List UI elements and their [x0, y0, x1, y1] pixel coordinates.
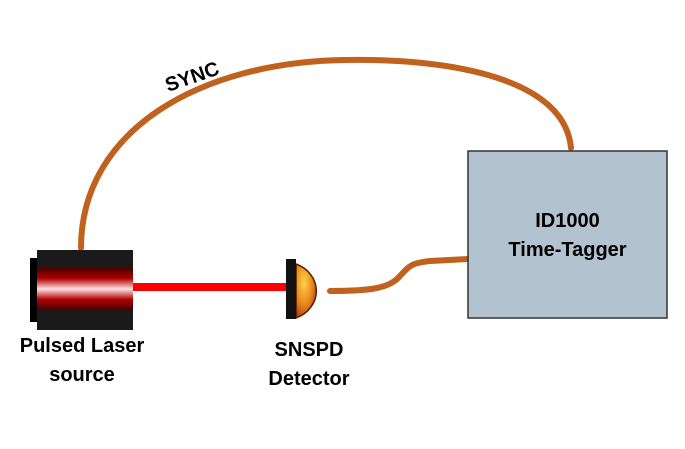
sync-cable: [78, 56, 574, 251]
tagger-label: ID1000 Time-Tagger: [468, 207, 667, 265]
pulsed-laser-source: [30, 250, 133, 330]
snspd-detector: [286, 259, 317, 320]
tagger-label-line1: ID1000: [535, 210, 600, 232]
detector-label-line1: SNSPD: [274, 339, 344, 361]
detector-label-line2: Detector: [268, 368, 350, 390]
laser-beam: [133, 283, 289, 291]
detector-label: SNSPD Detector: [244, 336, 374, 394]
laser-label: Pulsed Laser source: [0, 332, 164, 390]
laser-label-line2: source: [49, 364, 115, 386]
detector-cable: [327, 256, 471, 294]
time-tagger-box: [467, 150, 668, 319]
laser-label-line1: Pulsed Laser: [19, 335, 145, 357]
tagger-label-line2: Time-Tagger: [508, 239, 627, 261]
